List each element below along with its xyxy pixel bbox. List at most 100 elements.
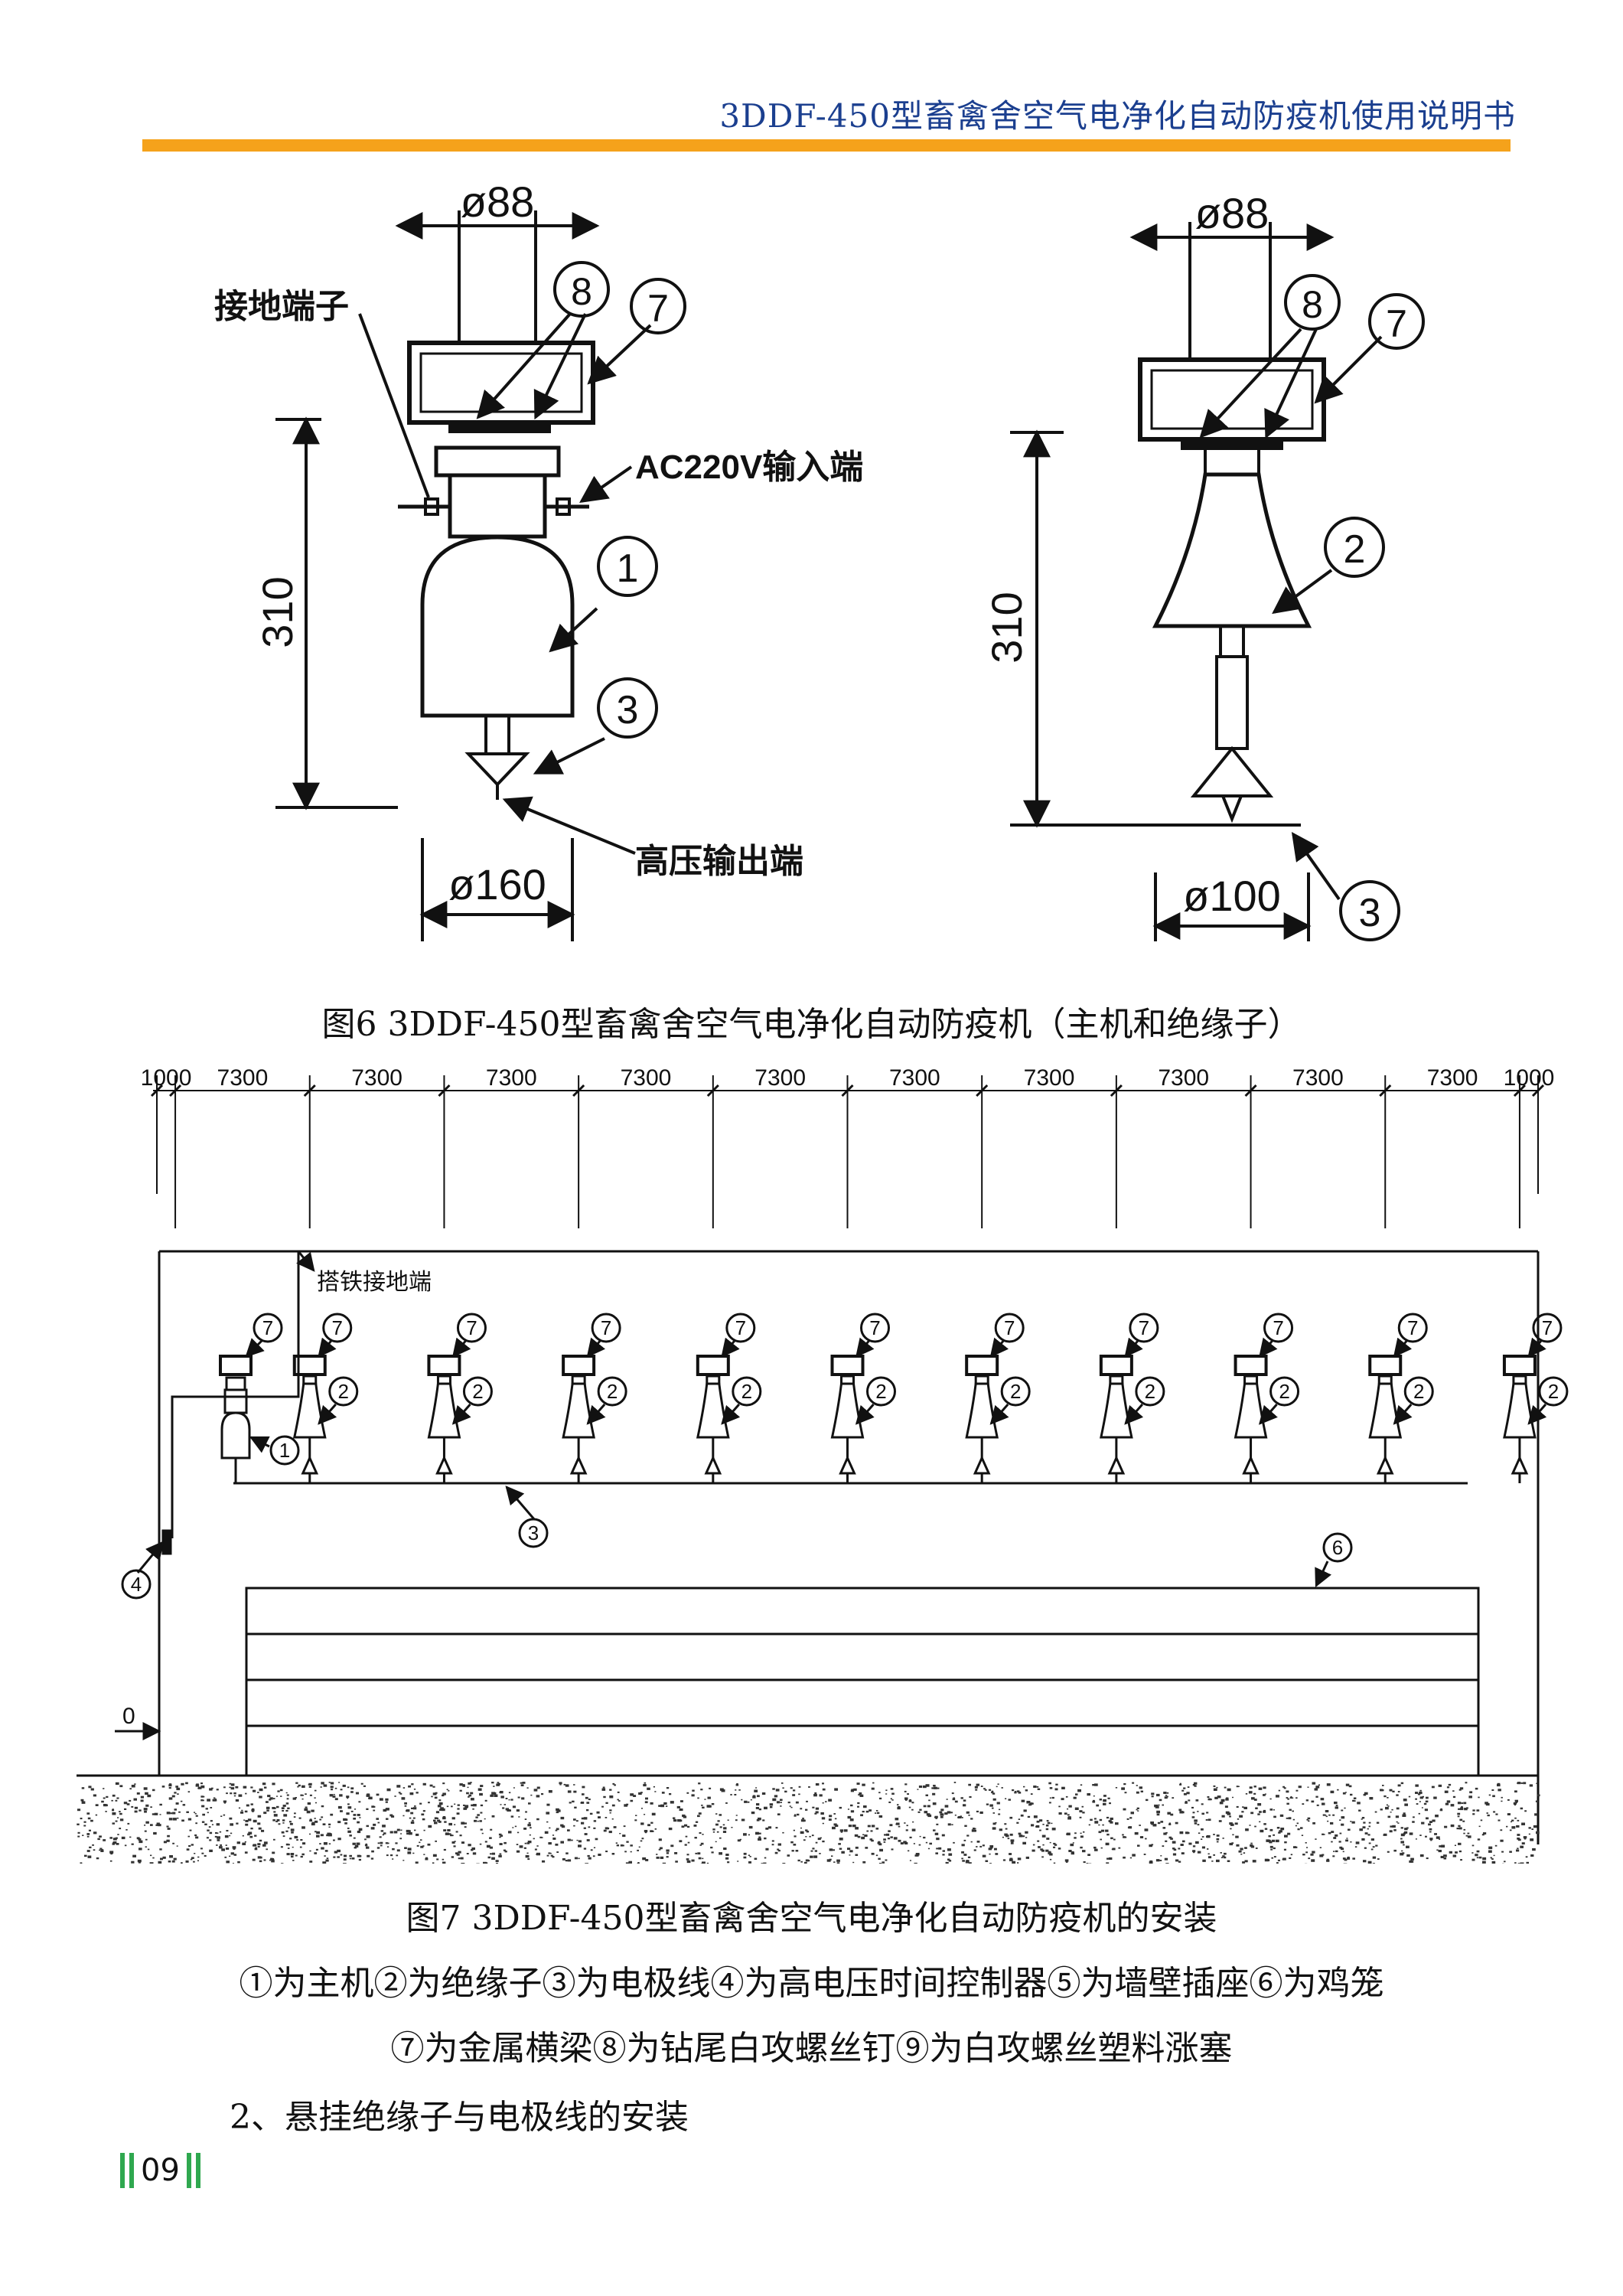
gravel-dot (644, 1831, 647, 1834)
gravel-dot (865, 1810, 869, 1813)
gravel-dot (849, 1854, 851, 1856)
gravel-dot (1031, 1824, 1035, 1827)
gravel-dot (764, 1837, 767, 1840)
gravel-dot (358, 1858, 361, 1861)
gravel-dot (320, 1786, 322, 1788)
gravel-dot (1403, 1812, 1406, 1815)
gravel-dot (386, 1846, 389, 1848)
gravel-dot (814, 1812, 817, 1815)
gravel-dot (1450, 1804, 1455, 1807)
gravel-dot (355, 1792, 359, 1795)
gravel-dot (1476, 1857, 1479, 1859)
gravel-dot (1009, 1853, 1012, 1855)
gravel-dot (306, 1810, 311, 1814)
gravel-dot (859, 1792, 862, 1795)
gravel-dot (1143, 1854, 1146, 1855)
gravel-dot (1463, 1828, 1466, 1831)
gravel-dot (1344, 1807, 1346, 1809)
gravel-dot (169, 1855, 173, 1858)
gravel-dot (110, 1853, 113, 1855)
gravel-dot (1071, 1852, 1074, 1855)
gravel-dot (913, 1843, 915, 1844)
gravel-dot (423, 1854, 425, 1855)
gravel-dot (1458, 1842, 1462, 1845)
mark-7-right: 7 (1386, 302, 1407, 345)
gravel-dot (1293, 1846, 1296, 1848)
gravel-dot (847, 1815, 852, 1819)
gravel-dot (328, 1782, 331, 1783)
gravel-dot (1144, 1828, 1149, 1831)
leader-7 (1527, 1337, 1546, 1358)
gravel-dot (647, 1787, 650, 1790)
gravel-dot (1403, 1844, 1405, 1846)
gravel-dot (288, 1844, 290, 1846)
gravel-dot (1520, 1782, 1524, 1784)
insulator-body (696, 1382, 730, 1439)
gravel-dot (1234, 1822, 1238, 1825)
gravel-dot (1362, 1826, 1366, 1829)
gravel-dot (1004, 1823, 1007, 1825)
gravel-dot (884, 1834, 886, 1836)
gravel-dot (484, 1799, 487, 1802)
gravel-dot (480, 1828, 483, 1831)
gravel-dot (849, 1818, 854, 1821)
gravel-dot (229, 1786, 231, 1789)
gravel-dot (143, 1787, 148, 1790)
legend-line-1: ①为主机②为绝缘子③为电极线④为高电压时间控制器⑤为墙壁插座⑥为鸡笼 (239, 1964, 1384, 2003)
gravel-dot (748, 1834, 750, 1836)
dim-span-label: 7300 (621, 1065, 672, 1091)
gravel-dot (1165, 1863, 1169, 1864)
gravel-dot (1319, 1854, 1324, 1857)
gravel-dot (1328, 1814, 1331, 1816)
gravel-dot (1372, 1863, 1375, 1864)
gravel-dot (653, 1786, 655, 1788)
gravel-dot (1457, 1802, 1462, 1805)
gravel-dot (645, 1859, 649, 1861)
gravel-dot (167, 1835, 170, 1838)
gravel-dot (836, 1862, 840, 1864)
gravel-dot (731, 1827, 733, 1828)
gravel-dot (1347, 1857, 1351, 1860)
gravel-dot (1185, 1802, 1188, 1804)
gravel-dot (1096, 1804, 1100, 1807)
gravel-dot (383, 1808, 387, 1812)
gravel-dot (84, 1854, 87, 1857)
balloon-7 (322, 1313, 353, 1343)
insulator-nozzle (1511, 1455, 1529, 1475)
gravel-dot (389, 1831, 393, 1834)
fig7-mark-7: 7 (1407, 1316, 1418, 1339)
gravel-dot (1370, 1838, 1374, 1841)
gravel-dot (259, 1795, 262, 1799)
page-number: 09 (118, 2149, 203, 2192)
gravel-dot (1213, 1834, 1215, 1835)
gravel-dot (966, 1811, 970, 1814)
gravel-dot (904, 1822, 906, 1824)
gravel-dot (379, 1836, 382, 1838)
page-number-text: 09 (141, 2153, 180, 2188)
gravel-dot (1051, 1822, 1053, 1825)
gravel-dot (1416, 1803, 1419, 1805)
gravel-dot (928, 1799, 930, 1802)
gravel-dot (1403, 1799, 1407, 1802)
gravel-dot (976, 1810, 979, 1813)
gravel-dot (1162, 1827, 1166, 1829)
gravel-dot (1415, 1784, 1419, 1787)
gravel-dot (321, 1847, 324, 1850)
gravel-dot (603, 1795, 606, 1799)
gravel-dot (1418, 1812, 1420, 1815)
gravel-dot (1188, 1842, 1192, 1845)
gravel-dot (410, 1821, 415, 1825)
gravel-dot (1025, 1837, 1028, 1838)
gravel-dot (490, 1853, 492, 1855)
gravel-dot (314, 1831, 317, 1833)
gravel-dot (797, 1813, 800, 1816)
gravel-dot (463, 1804, 465, 1806)
gravel-dot (150, 1854, 152, 1857)
gravel-dot (1074, 1807, 1079, 1810)
gravel-dot (834, 1788, 838, 1791)
gravel-dot (1520, 1862, 1524, 1864)
gravel-dot (262, 1782, 266, 1786)
gravel-dot (1396, 1794, 1399, 1796)
gravel-dot (80, 1799, 84, 1802)
gravel-dot (1036, 1820, 1040, 1823)
